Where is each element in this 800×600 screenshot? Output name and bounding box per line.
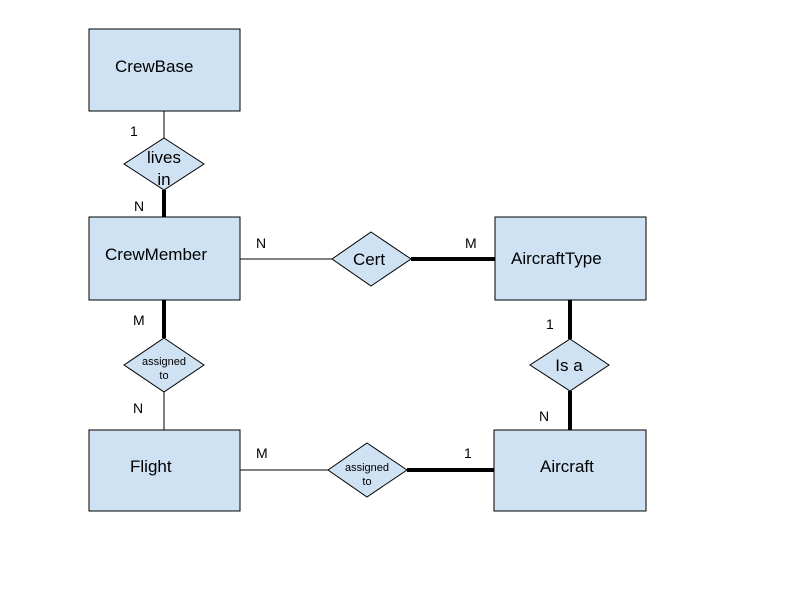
entity-crewmember-box [88, 216, 241, 301]
relationship-cert[interactable]: Cert [331, 231, 412, 287]
entity-flight-label: Flight [130, 457, 172, 476]
cardinality-crewmember-cert: N [256, 235, 266, 251]
entity-crewbase[interactable]: CrewBase [88, 28, 241, 112]
relationship-lives-in-line2: in [157, 170, 170, 189]
entity-crewbase-label: CrewBase [115, 57, 193, 76]
relationship-cert-label: Cert [353, 250, 385, 269]
cardinality-lives-crewmember: N [134, 198, 144, 214]
entity-flight[interactable]: Flight [88, 429, 241, 512]
relationship-assigned-to-flight-aircraft[interactable]: assigned to [327, 442, 408, 498]
relationship-lives-in[interactable]: lives in [123, 137, 205, 191]
relationship-assigned-to-crew-flight-diamond [123, 337, 205, 393]
cardinality-crewbase-lives: 1 [130, 123, 138, 139]
relationship-is-a[interactable]: Is a [529, 338, 610, 392]
cardinality-assigned-aircraft: 1 [464, 445, 472, 461]
relationship-is-a-label: Is a [555, 356, 583, 375]
cardinality-aircrafttype-isa: 1 [546, 316, 554, 332]
relationship-assigned-to-flight-aircraft-diamond [327, 442, 408, 498]
relationship-assigned-to-crew-flight-line1: assigned [142, 356, 186, 368]
cardinality-isa-aircraft: N [539, 408, 549, 424]
relationship-assigned-to-flight-aircraft-line2: to [362, 476, 371, 488]
relationship-assigned-to-crew-flight-line2: to [159, 370, 168, 382]
relationship-cert-diamond [331, 231, 412, 287]
entity-aircrafttype-label: AircraftType [511, 249, 602, 268]
cardinality-crewmember-assigned: M [133, 312, 145, 328]
relationship-assigned-to-flight-aircraft-line1: assigned [345, 462, 389, 474]
relationship-assigned-to-crew-flight[interactable]: assigned to [123, 337, 205, 393]
relationship-lives-in-line1: lives [147, 148, 181, 167]
cardinality-assigned-flight: N [133, 400, 143, 416]
entity-aircraft-label: Aircraft [540, 457, 594, 476]
entity-aircrafttype[interactable]: AircraftType [494, 216, 647, 301]
entity-crewmember[interactable]: CrewMember [88, 216, 241, 301]
cardinality-cert-aircrafttype: M [465, 235, 477, 251]
entity-aircraft-box [493, 429, 647, 512]
entity-aircrafttype-box [494, 216, 647, 301]
relationship-is-a-diamond [529, 338, 610, 392]
entity-aircraft[interactable]: Aircraft [493, 429, 647, 512]
relationship-lives-in-diamond [123, 137, 205, 191]
entity-crewmember-label: CrewMember [105, 245, 207, 264]
entity-crewbase-box [88, 28, 241, 112]
cardinality-flight-assigned: M [256, 445, 268, 461]
entity-flight-box [88, 429, 241, 512]
